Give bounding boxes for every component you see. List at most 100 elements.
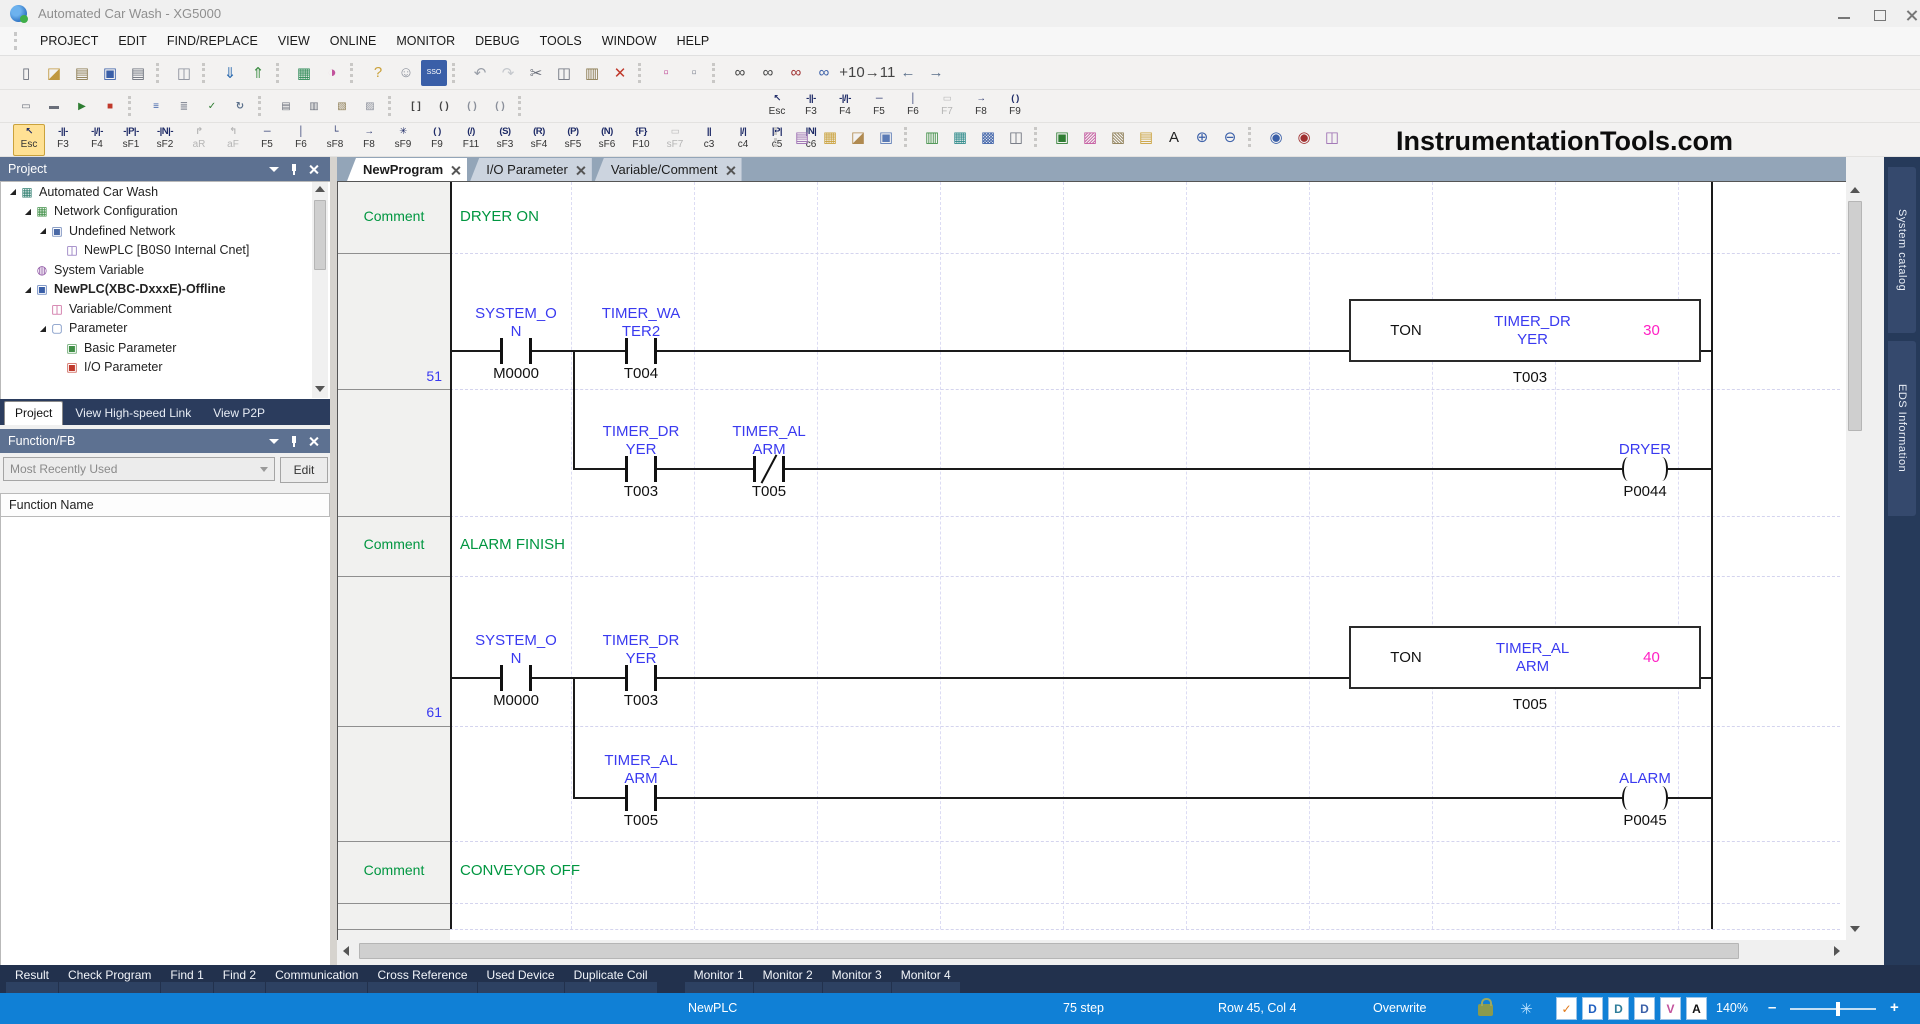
manual-icon[interactable]: ◫	[1324, 129, 1340, 146]
side-tab-system-catalog[interactable]: System catalog	[1888, 167, 1916, 333]
project-panel-close-icon[interactable]	[306, 162, 322, 176]
trend-monitor-icon[interactable]: ▨	[1082, 129, 1098, 146]
menu-window[interactable]: WINDOW	[601, 34, 657, 48]
key-sf6[interactable]: (N)sF6	[598, 125, 616, 150]
delete-icon[interactable]: ✕	[613, 64, 627, 82]
zoom-slider-track[interactable]	[1790, 1008, 1876, 1010]
tree-item-variable-comment[interactable]: ◫Variable/Comment	[1, 299, 331, 319]
output-tab-find1[interactable]: Find 1	[161, 965, 213, 993]
output-tab-duplicate-coil[interactable]: Duplicate Coil	[564, 965, 657, 993]
goto-step-plus10-icon[interactable]: +10	[839, 64, 865, 81]
key-c6[interactable]: |N|c6	[805, 125, 817, 150]
menu-view[interactable]: VIEW	[277, 34, 310, 48]
data-table-icon[interactable]: ◫	[1008, 129, 1024, 146]
menu-project[interactable]: PROJECT	[40, 34, 99, 48]
insert-line-icon[interactable]: ▤	[281, 100, 291, 112]
key-f3[interactable]: -||-F3	[57, 125, 69, 150]
output-tab-monitor3[interactable]: Monitor 3	[822, 965, 891, 993]
append-node-icon[interactable]: ▫	[691, 64, 697, 81]
connect-icon[interactable]: ≡	[153, 100, 159, 112]
paste-icon[interactable]: ▥	[584, 64, 600, 82]
key-il-f7[interactable]: ▭F7	[941, 93, 953, 117]
open-bracket-icon[interactable]: [ ]	[411, 100, 421, 112]
zoom-in-control[interactable]: +	[1890, 999, 1899, 1016]
save-project-icon[interactable]: ▣	[102, 64, 118, 82]
zoom-slider-thumb[interactable]	[1836, 1002, 1840, 1016]
key-f11[interactable]: (/)F11	[462, 125, 480, 150]
close-bracket-icon[interactable]: ( )	[439, 100, 449, 112]
status-device-icon[interactable]: D	[1582, 997, 1603, 1020]
tab-close-icon[interactable]	[726, 165, 735, 174]
key-f10[interactable]: {F}F10	[632, 125, 650, 150]
output-tab-result[interactable]: Result	[6, 965, 59, 993]
key-f6[interactable]: │F6	[295, 125, 307, 150]
disconnect-icon[interactable]: ≣	[179, 100, 189, 112]
editor-horizontal-scrollbar[interactable]	[337, 940, 1864, 962]
web-link-icon[interactable]: ◉	[1269, 129, 1283, 146]
key-il-esc[interactable]: ↖Esc	[768, 93, 786, 117]
key-il-f4[interactable]: -|/|-F4	[839, 93, 851, 117]
io-table-icon[interactable]: ▩	[980, 129, 996, 146]
write-to-plc-icon[interactable]: ⇓	[223, 64, 237, 82]
cut-icon[interactable]: ✂	[529, 64, 543, 82]
insert-cell-icon[interactable]: ▭	[21, 100, 31, 112]
goto-step-11-icon[interactable]: →11	[864, 64, 896, 81]
contact-timer-water2[interactable]	[625, 338, 657, 364]
block-mask-icon[interactable]: ▧	[337, 100, 347, 112]
key-sf7[interactable]: ▭sF7	[666, 125, 684, 150]
key-il-f5[interactable]: ─F5	[873, 93, 885, 117]
key-c4[interactable]: |/|c4	[737, 125, 749, 150]
back-icon[interactable]: ←	[900, 64, 916, 81]
paren-close-icon[interactable]: ( )	[495, 100, 505, 112]
contact-nc-timer-alarm[interactable]	[753, 454, 785, 484]
project-panel-dropdown-icon[interactable]	[266, 162, 282, 176]
tree-item-newplc-cnet[interactable]: ◫NewPLC [B0S0 Internal Cnet]	[1, 241, 331, 261]
open-project-icon[interactable]: ◪	[46, 64, 62, 82]
menu-edit[interactable]: EDIT	[118, 34, 147, 48]
key-c5[interactable]: |P|c5	[771, 125, 783, 150]
memory-table-icon[interactable]: ▦	[952, 129, 968, 146]
function-panel-dropdown-icon[interactable]	[266, 434, 282, 448]
help-tip-icon[interactable]: ?	[373, 64, 383, 81]
print-icon[interactable]: ▤	[130, 64, 146, 82]
coil-alarm[interactable]	[1622, 783, 1668, 813]
function-list-header[interactable]: Function Name	[0, 493, 330, 517]
key-esc[interactable]: ↖Esc	[13, 123, 45, 156]
key-sf5[interactable]: (P)sF5	[564, 125, 582, 150]
run-icon[interactable]: ▶	[78, 100, 86, 112]
insert-node-icon[interactable]: ▫	[663, 64, 669, 81]
custom-events-icon[interactable]: ▤	[1138, 129, 1154, 146]
key-il-f3[interactable]: -||-F3	[805, 93, 817, 117]
project-tab-project[interactable]: Project	[4, 401, 64, 425]
tree-item-network-configuration[interactable]: ◢▦Network Configuration	[24, 204, 178, 219]
read-from-plc-icon[interactable]: ⇑	[251, 64, 265, 82]
key-il-f9[interactable]: ( )F9	[1009, 93, 1021, 117]
function-panel-pin-icon[interactable]	[286, 434, 302, 448]
sso-icon[interactable]: SSO	[421, 59, 447, 86]
project-tree-scrollbar[interactable]	[312, 182, 328, 398]
comment-view-icon[interactable]: ▤	[794, 129, 810, 146]
side-tab-eds-information[interactable]: EDS Information	[1888, 341, 1916, 516]
key-sf2[interactable]: -|N|-sF2	[156, 125, 174, 150]
tree-item-basic-parameter[interactable]: ▣Basic Parameter	[1, 338, 331, 358]
copy-icon[interactable]: ◫	[556, 64, 572, 82]
output-tab-monitor2[interactable]: Monitor 2	[753, 965, 822, 993]
comment-cell-3[interactable]: Comment	[363, 862, 425, 878]
append-cell-icon[interactable]: ▬	[49, 100, 59, 112]
rung-comment-conveyor-off[interactable]: CONVEYOR OFF	[460, 862, 581, 879]
output-tab-cross-reference[interactable]: Cross Reference	[368, 965, 477, 993]
maximize-button[interactable]	[1866, 8, 1896, 22]
zoom-in-icon[interactable]: ⊕	[1195, 129, 1209, 146]
find-device-icon[interactable]: ∞	[790, 64, 802, 81]
status-device-var-icon[interactable]: D	[1608, 997, 1629, 1020]
menu-find-replace[interactable]: FIND/REPLACE	[166, 34, 258, 48]
delete-line-icon[interactable]: ▥	[309, 100, 319, 112]
dock-splitter[interactable]	[330, 157, 337, 965]
key-sf1[interactable]: -|P|-sF1	[122, 125, 140, 150]
editor-vertical-scrollbar[interactable]	[1846, 181, 1864, 940]
key-f4[interactable]: -|/|-F4	[91, 125, 103, 150]
find-icon[interactable]: ∞	[734, 64, 746, 81]
used-device-view-icon[interactable]: ◪	[850, 129, 866, 146]
output-tab-used-device[interactable]: Used Device	[477, 965, 564, 993]
